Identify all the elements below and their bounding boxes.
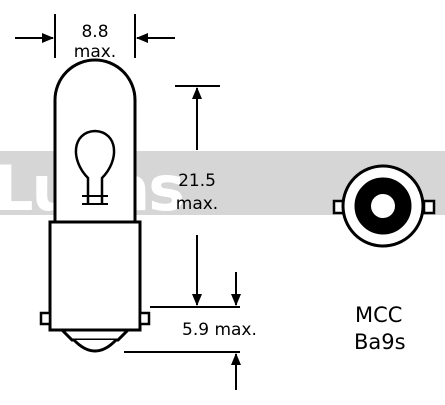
height-dimension [150, 85, 240, 308]
width-qualifier: max. [74, 42, 116, 62]
width-value: 8.8 [81, 22, 108, 42]
bayonet-pin-right [138, 311, 151, 326]
base-label: 5.9 max. [182, 320, 257, 340]
height-value: 21.5 [178, 171, 216, 191]
type-code: MCC [355, 303, 402, 327]
bulb-side-view [39, 58, 151, 353]
end-view-pin-right [422, 199, 436, 215]
filament [74, 129, 116, 205]
filament-mount [82, 195, 108, 205]
glass-envelope [53, 58, 137, 222]
metal-base [48, 220, 142, 332]
base-type: Ba9s [354, 330, 406, 354]
base-end-view [332, 164, 436, 248]
width-dimension [15, 14, 175, 58]
height-qualifier: max. [176, 194, 218, 214]
contact-tip [72, 338, 118, 353]
bayonet-pin-left [39, 311, 52, 326]
end-view-contact [371, 194, 395, 218]
base-dimension [124, 272, 241, 390]
